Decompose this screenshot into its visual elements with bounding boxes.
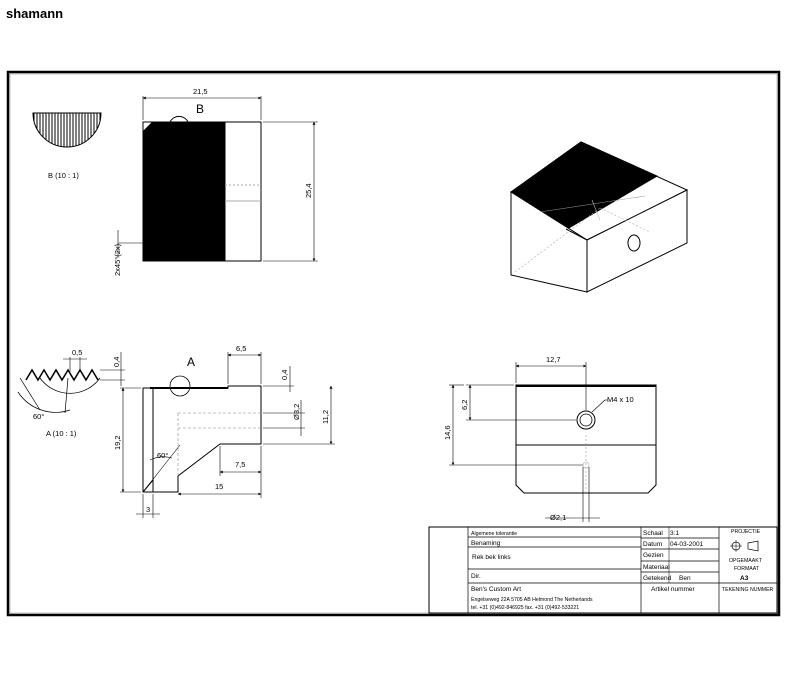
end-view: 12,7 M4 x 10 6,2 14,6 Ø2,1	[443, 355, 657, 522]
tb-tolerance: Algemene tolerantie	[471, 531, 517, 537]
tb-drawing-number-label: TEKENING NUMMER	[722, 587, 774, 593]
dim-thread: M4 x 10	[607, 395, 634, 404]
side-view: A 6,5 0,4 Ø3,2 11,2 19,2 60° 7,5	[113, 344, 335, 518]
tb-artikel-label: Artikel nummer	[651, 586, 696, 593]
dim-step-width: 6,5	[236, 344, 246, 353]
tb-materiaal-label: Materiaal	[643, 564, 670, 571]
dim-tooth-height: 0,4	[112, 357, 121, 367]
tb-format-label: FORMAAT	[734, 566, 760, 572]
tb-projection-label: PROJECTIE	[731, 529, 761, 535]
dim-height-25-4: 25,4	[304, 183, 313, 198]
dim-height-19-2: 19,2	[113, 435, 122, 450]
dim-height-11-2: 11,2	[321, 410, 330, 424]
detail-a-view: 60° 0,5 0,4 A (10 : 1)	[17, 348, 125, 438]
detail-a-label: A	[187, 355, 195, 369]
front-view-top: B 21,5 25,4 2x45°(2x)	[113, 87, 318, 276]
title-block	[428, 526, 778, 614]
dim-angle-60: 60°	[157, 451, 168, 460]
detail-a-caption: A (10 : 1)	[46, 429, 77, 438]
dim-hole-dia: Ø3,2	[292, 404, 301, 420]
tb-getekend-value: Ben	[679, 575, 691, 582]
dim-len-15: 15	[215, 482, 223, 491]
tb-schaal-value: 3:1	[670, 530, 679, 537]
sheet-frame	[6, 70, 781, 617]
isometric-view	[510, 141, 689, 293]
dim-chamfer: 2x45°(2x)	[113, 243, 122, 276]
dim-len-7-5: 7,5	[235, 460, 245, 469]
dim-width-12-7: 12,7	[546, 355, 561, 364]
tb-schaal-label: Schaal	[643, 530, 663, 537]
tb-address: Engelseweg 22A 5705 AB Helmond The Nethe…	[471, 597, 593, 603]
tb-projection-sub: OPGEMAAKT	[729, 558, 763, 564]
detail-b-caption: B (10 : 1)	[48, 171, 79, 180]
tb-getekend-label: Getekend	[643, 575, 672, 582]
tb-dir-label: Dir.	[471, 573, 481, 580]
dim-len-3: 3	[146, 505, 150, 514]
dim-tooth-angle: 60°	[33, 412, 44, 421]
tb-gezien-label: Gezien	[643, 552, 664, 559]
tb-datum-label: Datum	[643, 541, 662, 548]
dim-width-21-5: 21,5	[193, 87, 208, 96]
tb-datum-value: 04-03-2001	[670, 541, 704, 548]
dim-pin-dia: Ø2,1	[550, 513, 566, 522]
detail-b-view: B (10 : 1)	[32, 112, 102, 180]
detail-b-label: B	[196, 102, 204, 116]
author-name: shamann	[6, 6, 64, 21]
tb-part-name: Rek bek links	[472, 554, 511, 561]
tb-benaming-label: Benaming	[471, 540, 501, 547]
tb-company: Ben's Custom Art	[471, 586, 521, 593]
tb-phone: tel. +31 (0)492-846925 fax. +31 (0)492-5…	[471, 605, 579, 611]
dim-step-height: 0,4	[280, 370, 289, 380]
dim-tooth-pitch: 0,5	[72, 348, 82, 357]
tb-format-value: A3	[740, 575, 749, 582]
dim-offset-6-2: 6,2	[460, 400, 469, 410]
dim-height-14-6: 14,6	[443, 425, 452, 440]
title-block-text: Algemene tolerantie Benaming Rek bek lin…	[471, 529, 774, 611]
